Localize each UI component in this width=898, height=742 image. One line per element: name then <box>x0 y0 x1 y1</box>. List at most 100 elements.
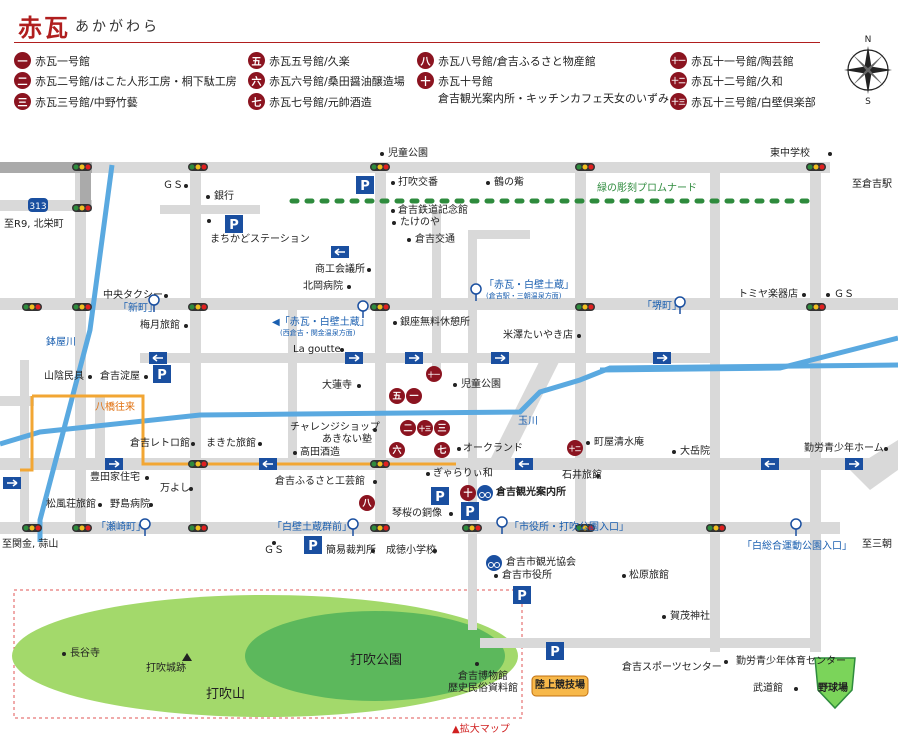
poi-dot <box>475 662 479 666</box>
traffic-light-icon <box>22 524 42 532</box>
svg-text:一: 一 <box>409 392 418 402</box>
bus-stops <box>139 283 802 536</box>
svg-text:十一: 十一 <box>428 371 440 379</box>
map-label: 鉢屋川 <box>46 337 76 348</box>
building-marker-icon: 五 <box>389 388 405 404</box>
utsubuki-park-area <box>245 611 505 701</box>
map-title: 赤瓦 <box>18 13 70 42</box>
legend-text: 赤瓦十一号館/陶芸館 <box>691 54 794 68</box>
legend-item: 三赤瓦三号館/中野竹藝 <box>14 93 138 110</box>
map-label: まきた旅館 <box>206 438 256 449</box>
map-label: 山陰民具 <box>44 371 84 382</box>
map-label: 勤労青少年ホーム <box>804 443 884 454</box>
building-marker-icon: 六 <box>389 442 405 458</box>
map-label: チャレンジショップ <box>290 422 380 433</box>
building-badge-7: 七 <box>248 93 265 110</box>
map-label: 鶴の觜 <box>494 177 524 188</box>
one-way-right-arrow-icon <box>405 352 423 364</box>
map-label: 米澤たいやき店 <box>503 330 573 341</box>
building-marker-icon: 七 <box>434 442 450 458</box>
poi-dot <box>662 615 666 619</box>
building-marker-icon: 十二 <box>567 440 583 456</box>
traffic-light-icon <box>72 163 92 171</box>
map-label: 「堺町」 <box>642 301 682 312</box>
svg-text:P: P <box>360 179 370 194</box>
map-label: 打吹交番 <box>398 177 438 188</box>
poi-dot <box>149 503 153 507</box>
map-label: 「瀬崎町」 <box>96 522 146 533</box>
bus-stop-icon <box>347 518 359 536</box>
poi-dot <box>340 348 344 352</box>
building-marker-icon: 十三 <box>417 420 433 436</box>
zoom-map-label[interactable]: ▲拡大マップ <box>452 724 510 735</box>
street-map: 313 <box>0 152 898 719</box>
poi-dot <box>828 152 832 156</box>
building-marker-icon: 一 <box>406 388 422 404</box>
legend-text: 赤瓦十号館 <box>438 74 493 88</box>
building-badge-6: 六 <box>248 72 265 89</box>
poi-dot <box>206 195 210 199</box>
map-label: ＧＳ <box>163 180 183 191</box>
legend-item: 十一赤瓦十一号館/陶芸館 <box>670 52 794 69</box>
traffic-light-icon <box>188 163 208 171</box>
map-label: ◀「赤瓦・白壁土蔵」 <box>272 317 370 328</box>
map-label: 打吹公園 <box>350 653 403 668</box>
legend-text: 赤瓦五号館/久楽 <box>269 54 350 68</box>
traffic-light-icon <box>188 524 208 532</box>
parking-markers: P P P P P P P P <box>153 176 564 660</box>
one-way-right-arrow-icon <box>845 458 863 470</box>
one-way-right-arrow-icon <box>653 352 671 364</box>
building-badge-11: 十一 <box>670 52 687 69</box>
poi-dot <box>622 574 626 578</box>
bus-stop-icon <box>496 516 508 534</box>
legend-item: 五赤瓦五号館/久楽 <box>248 52 350 69</box>
building-badge-12: 十二 <box>670 72 687 89</box>
map-label: 倉吉博物館 <box>458 671 508 682</box>
map-label: ＧＳ <box>264 545 284 556</box>
map-label: オークランド <box>463 443 523 454</box>
map-label: 大岳院 <box>680 446 710 457</box>
traffic-light-icon <box>575 524 595 532</box>
building-badge-5: 五 <box>248 52 265 69</box>
traffic-light-icon <box>706 524 726 532</box>
traffic-light-icon <box>575 303 595 311</box>
traffic-light-icon <box>806 303 826 311</box>
map-label: 商工会議所 <box>315 264 365 275</box>
poi-dot <box>189 487 193 491</box>
poi-dot <box>258 442 262 446</box>
map-label: 「市役所・打吹公園入口」 <box>509 522 629 533</box>
map-label: 大蓮寺 <box>322 380 352 391</box>
map-label: 中央タクシー <box>103 290 163 301</box>
map-label: 至三朝 <box>862 539 892 550</box>
building-badge-13: 十三 <box>670 93 687 110</box>
legend-text: 赤瓦一号館 <box>35 54 90 68</box>
map-label: 倉吉スポーツセンター <box>622 662 722 673</box>
legend-text: 赤瓦十三号館/白壁倶楽部 <box>691 95 816 109</box>
poi-dot <box>164 294 168 298</box>
one-way-right-arrow-icon <box>491 352 509 364</box>
map-label: 高田酒造 <box>300 447 340 458</box>
map-label: 倉吉レトロ館 <box>130 438 190 449</box>
map-label: トミヤ楽器店 <box>738 289 798 300</box>
poi-dot <box>347 285 351 289</box>
athletics-field-box <box>531 675 589 697</box>
poi-dot <box>724 660 728 664</box>
map-label: 勤労青少年体育センター <box>736 656 846 667</box>
legend-item: 二赤瓦二号館/はこた人形工房・桐下駄工房 <box>14 72 237 89</box>
map-label: 倉吉市役所 <box>502 570 552 581</box>
map-label: 打吹城跡 <box>146 663 186 674</box>
parking-icon: P <box>153 365 171 383</box>
legend-text: 赤瓦八号館/倉吉ふるさと物産館 <box>438 54 596 68</box>
svg-text:P: P <box>157 368 167 383</box>
poi-dot <box>426 472 430 476</box>
map-label: 長谷寺 <box>70 648 100 659</box>
baseball-field-icon <box>814 657 856 710</box>
map-label: 野島病院 <box>110 499 150 510</box>
compass-north-label: N <box>865 35 872 45</box>
svg-text:五: 五 <box>392 391 401 402</box>
poi-dot <box>433 549 437 553</box>
one-way-right-arrow-icon <box>105 458 123 470</box>
map-label: 「赤瓦・白壁土蔵」 <box>484 280 574 291</box>
map-label: 成徳小学校 <box>386 545 436 556</box>
poi-dot <box>457 447 461 451</box>
